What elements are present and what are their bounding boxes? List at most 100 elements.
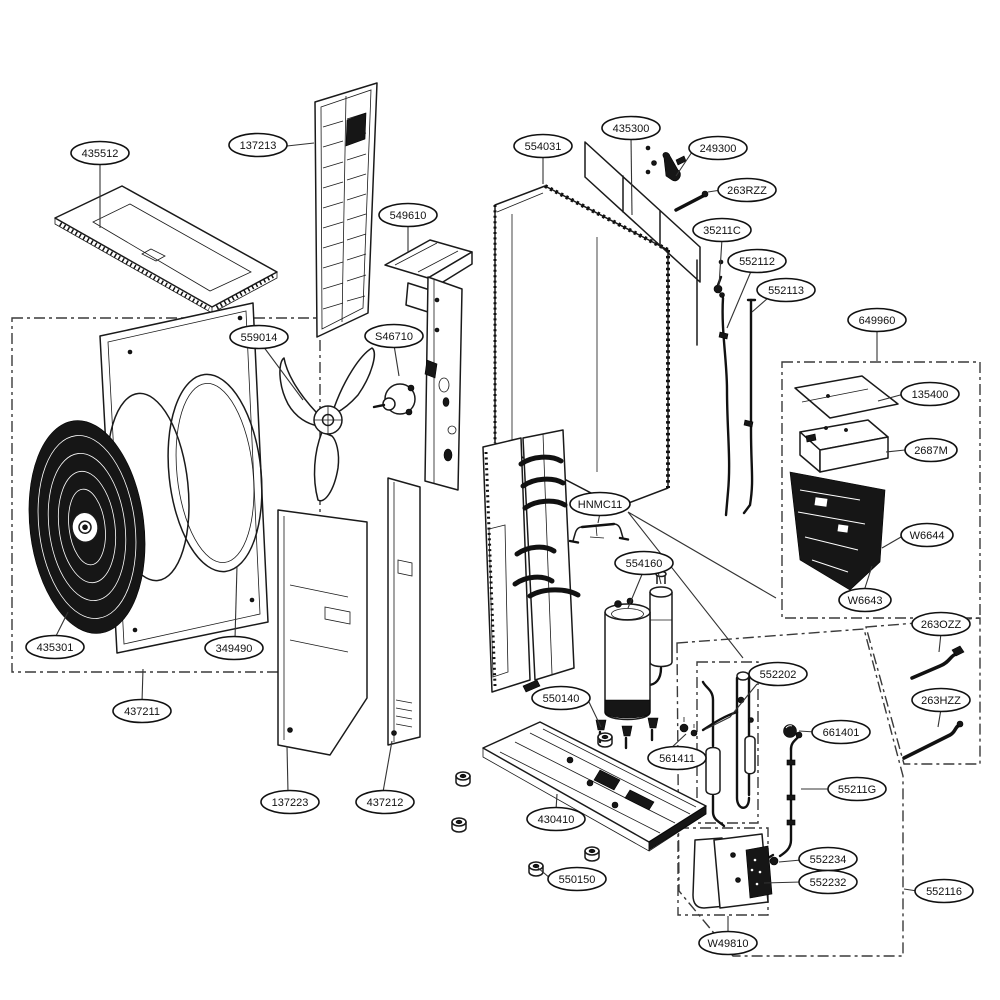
svg-text:554031: 554031 <box>525 141 562 153</box>
valve-cores <box>679 717 698 737</box>
svg-text:552202: 552202 <box>760 669 797 681</box>
fan-propeller <box>279 347 376 502</box>
part-label-263hzz: 263HZZ <box>911 687 971 713</box>
svg-text:263RZZ: 263RZZ <box>727 185 767 197</box>
part-label-s46710: S46710 <box>364 323 424 349</box>
part-label-hnmc11: HNMC11 <box>569 491 631 517</box>
svg-text:552234: 552234 <box>810 854 847 866</box>
part-label-135400: 135400 <box>900 381 960 407</box>
base-pan <box>482 721 707 852</box>
pipe-263ozz <box>910 645 965 680</box>
svg-text:437211: 437211 <box>124 706 160 718</box>
part-label-w6644: W6644 <box>900 522 954 548</box>
svg-text:430410: 430410 <box>538 814 575 826</box>
partition-panel-right <box>512 429 581 681</box>
part-labels: 435512 137213 549610 554031 435300 24930… <box>25 115 974 956</box>
svg-text:435301: 435301 <box>37 642 74 654</box>
part-label-437211: 437211 <box>112 698 172 724</box>
wire-guard <box>584 141 701 346</box>
svg-text:552116: 552116 <box>926 886 962 898</box>
part-label-437212: 437212 <box>355 789 415 815</box>
cover-plate-135400 <box>794 375 899 419</box>
part-label-552113: 552113 <box>756 277 816 303</box>
svg-text:W6643: W6643 <box>848 595 883 607</box>
svg-text:550150: 550150 <box>559 874 596 886</box>
svg-text:552112: 552112 <box>739 256 775 268</box>
side-panel-coil <box>493 184 670 508</box>
pipe-55211g <box>778 731 803 858</box>
svg-text:550140: 550140 <box>543 693 580 705</box>
part-label-349490: 349490 <box>204 635 264 661</box>
fan-grille-disc <box>28 420 146 634</box>
part-label-550140: 550140 <box>531 685 591 711</box>
pcb-frame-w6644 <box>789 471 886 591</box>
svg-text:S46710: S46710 <box>375 331 413 343</box>
partition-panel-left <box>482 437 541 693</box>
svg-text:263OZZ: 263OZZ <box>921 619 962 631</box>
terminal-assembly <box>692 833 773 909</box>
svg-text:661401: 661401 <box>823 727 860 739</box>
valve-35211c <box>713 259 724 294</box>
part-label-137213: 137213 <box>228 132 288 158</box>
grommet-661401 <box>783 724 797 738</box>
part-label-552202: 552202 <box>748 661 808 687</box>
piping-group-box-552116 <box>676 628 904 957</box>
part-label-263ozz: 263OZZ <box>911 611 971 637</box>
svg-text:435512: 435512 <box>82 148 119 160</box>
part-label-661401: 661401 <box>811 719 871 745</box>
part-label-430410: 430410 <box>526 806 586 832</box>
svg-text:435300: 435300 <box>613 123 650 135</box>
svg-text:135400: 135400 <box>912 389 949 401</box>
part-label-561411: 561411 <box>647 745 707 771</box>
svg-text:2687M: 2687M <box>914 445 948 457</box>
part-label-249300: 249300 <box>688 135 748 161</box>
part-label-35211c: 35211C <box>692 217 752 243</box>
pipe-552112 <box>718 292 731 517</box>
part-label-550150: 550150 <box>547 866 607 892</box>
part-label-552234: 552234 <box>798 846 858 872</box>
leader-lines <box>54 136 942 934</box>
part-label-w6643: W6643 <box>838 587 892 613</box>
control-box-2687m <box>799 419 889 473</box>
svg-text:549610: 549610 <box>390 210 427 222</box>
svg-text:649960: 649960 <box>859 315 896 327</box>
svg-text:554160: 554160 <box>626 558 663 570</box>
part-label-137223: 137223 <box>260 789 320 815</box>
part-label-55211g: 55211G <box>827 776 887 802</box>
part-label-435512: 435512 <box>70 140 130 166</box>
svg-text:561411: 561411 <box>659 753 695 765</box>
pipe-552113 <box>742 298 757 515</box>
part-label-554160: 554160 <box>614 550 674 576</box>
control-box-group-box <box>781 361 981 619</box>
valve-assembly <box>701 671 756 828</box>
part-label-w49810: W49810 <box>698 930 758 956</box>
part-label-554031: 554031 <box>513 133 573 159</box>
part-label-552232: 552232 <box>798 869 858 895</box>
svg-text:349490: 349490 <box>216 643 253 655</box>
svg-text:552113: 552113 <box>768 285 804 297</box>
orifice-ring <box>167 373 263 573</box>
svg-text:55211G: 55211G <box>838 784 876 796</box>
svg-text:HNMC11: HNMC11 <box>578 499 622 511</box>
part-label-2687m: 2687M <box>904 437 958 463</box>
svg-text:249300: 249300 <box>700 143 737 155</box>
svg-text:W49810: W49810 <box>708 938 749 950</box>
top-cover-panel <box>54 185 278 314</box>
valve-group-box-552202 <box>696 661 759 824</box>
pipe-263rzz <box>674 190 709 212</box>
compressor <box>595 570 673 750</box>
svg-text:W6644: W6644 <box>910 530 945 542</box>
rubber-feet <box>451 732 613 877</box>
fan-motor <box>372 383 416 416</box>
svg-text:137223: 137223 <box>272 797 309 809</box>
front-panel-137223 <box>277 509 368 756</box>
corner-pillar <box>424 276 463 491</box>
pipe-263hzz <box>902 720 964 760</box>
svg-text:437212: 437212 <box>367 797 404 809</box>
svg-text:263HZZ: 263HZZ <box>921 695 961 707</box>
pipe-clamp-hnmc11 <box>568 522 630 544</box>
rear-grille <box>314 82 378 338</box>
part-label-435301: 435301 <box>25 634 85 660</box>
svg-text:35211C: 35211C <box>703 225 741 237</box>
